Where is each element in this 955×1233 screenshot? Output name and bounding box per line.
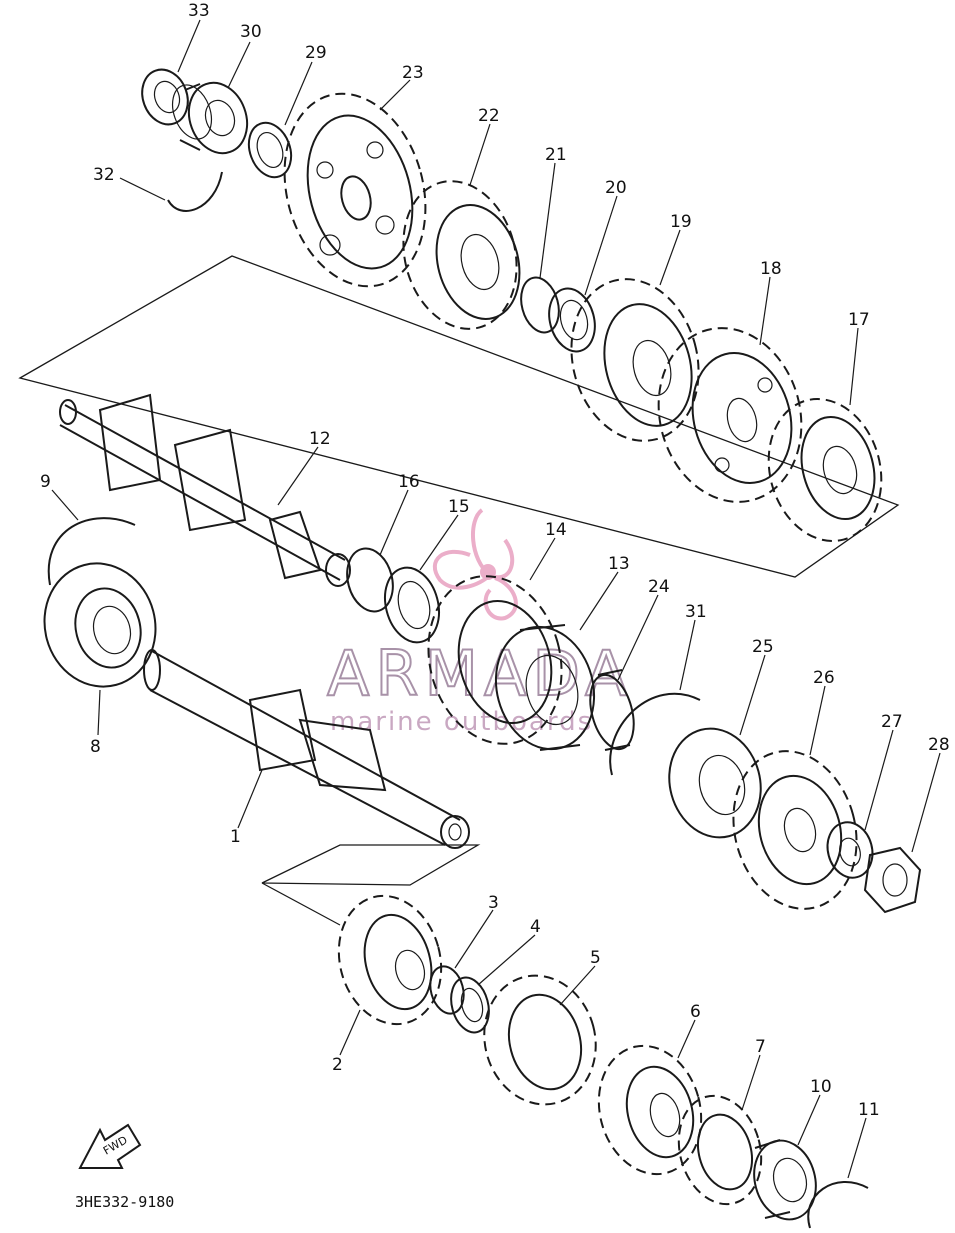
callout-9: 9 — [40, 472, 51, 492]
callout-12: 12 — [309, 429, 331, 449]
callout-28: 28 — [928, 735, 950, 755]
callout-23: 23 — [402, 63, 424, 83]
part-lock-washer-27 — [826, 821, 874, 879]
fwd-arrow-icon: FWD — [78, 1123, 142, 1169]
part-gear-18 — [657, 327, 803, 503]
part-nut-28 — [863, 846, 922, 914]
part-main-axle-12 — [59, 393, 351, 587]
callout-26: 26 — [813, 668, 835, 688]
callout-3: 3 — [488, 893, 499, 913]
part-circlip-16 — [346, 547, 394, 613]
callout-20: 20 — [605, 178, 627, 198]
assembly-box-main-axle — [18, 255, 900, 578]
part-bearing-30 — [171, 81, 249, 155]
callout-14: 14 — [545, 520, 567, 540]
callout-21: 21 — [545, 145, 567, 165]
part-gear-17 — [767, 398, 883, 542]
callout-10: 10 — [810, 1077, 832, 1097]
part-gear-5 — [483, 974, 597, 1106]
callout-4: 4 — [530, 917, 541, 937]
callout-22: 22 — [478, 106, 500, 126]
watermark: ARMADA marine outboards — [326, 508, 633, 737]
callout-1: 1 — [230, 827, 241, 847]
callout-29: 29 — [305, 43, 327, 63]
watermark-tagline: marine outboards — [330, 707, 593, 737]
part-washer-29 — [247, 121, 293, 179]
watermark-brand: ARMADA — [327, 637, 633, 710]
part-washer-15 — [384, 566, 440, 644]
part-washer-20 — [548, 287, 596, 353]
part-circlip-21 — [520, 276, 560, 334]
part-collar-24 — [589, 669, 635, 751]
part-gear-22 — [402, 180, 521, 330]
callout-labels: 33 30 32 29 23 22 21 20 19 18 17 12 16 1… — [40, 1, 950, 1120]
callout-6: 6 — [690, 1002, 701, 1022]
callout-32: 32 — [93, 165, 115, 185]
part-clip-31 — [609, 692, 701, 776]
part-drive-axle-1 — [143, 649, 470, 849]
diagram-code: 3HE332-9180 — [75, 1193, 174, 1211]
callout-16: 16 — [398, 472, 420, 492]
part-bearing-8 — [43, 562, 157, 688]
drive-axle-box-leader — [261, 882, 341, 926]
assembly-box-drive-axle — [261, 844, 481, 886]
callout-25: 25 — [752, 637, 774, 657]
part-clip-11 — [807, 1181, 869, 1229]
part-bearing-13 — [494, 624, 596, 751]
part-clip-32 — [167, 171, 223, 212]
part-gear-2 — [337, 894, 443, 1026]
part-gear-7 — [677, 1094, 763, 1206]
part-washer-4 — [450, 976, 490, 1034]
part-clip-9 — [47, 517, 136, 586]
part-bearing-10 — [753, 1139, 817, 1221]
leader-lines — [51, 19, 941, 1179]
part-gear-23 — [283, 92, 427, 288]
callout-13: 13 — [608, 554, 630, 574]
callout-5: 5 — [590, 948, 601, 968]
callout-11: 11 — [858, 1100, 880, 1120]
callout-31: 31 — [685, 602, 707, 622]
callout-33: 33 — [188, 1, 210, 21]
part-gear-6 — [597, 1044, 703, 1176]
callout-24: 24 — [648, 577, 670, 597]
callout-2: 2 — [332, 1055, 343, 1075]
callout-30: 30 — [240, 22, 262, 42]
part-gear-14 — [427, 575, 563, 745]
callout-15: 15 — [448, 497, 470, 517]
part-circlip-33 — [141, 68, 189, 126]
callout-17: 17 — [848, 310, 870, 330]
callout-18: 18 — [760, 259, 782, 279]
callout-7: 7 — [755, 1037, 766, 1057]
callout-27: 27 — [881, 712, 903, 732]
part-oil-seal-25 — [668, 727, 762, 839]
watermark-logo-icon — [432, 508, 518, 621]
callout-8: 8 — [90, 737, 101, 757]
part-gear-19 — [570, 278, 700, 442]
callout-19: 19 — [670, 212, 692, 232]
part-sprocket-26 — [732, 750, 858, 910]
